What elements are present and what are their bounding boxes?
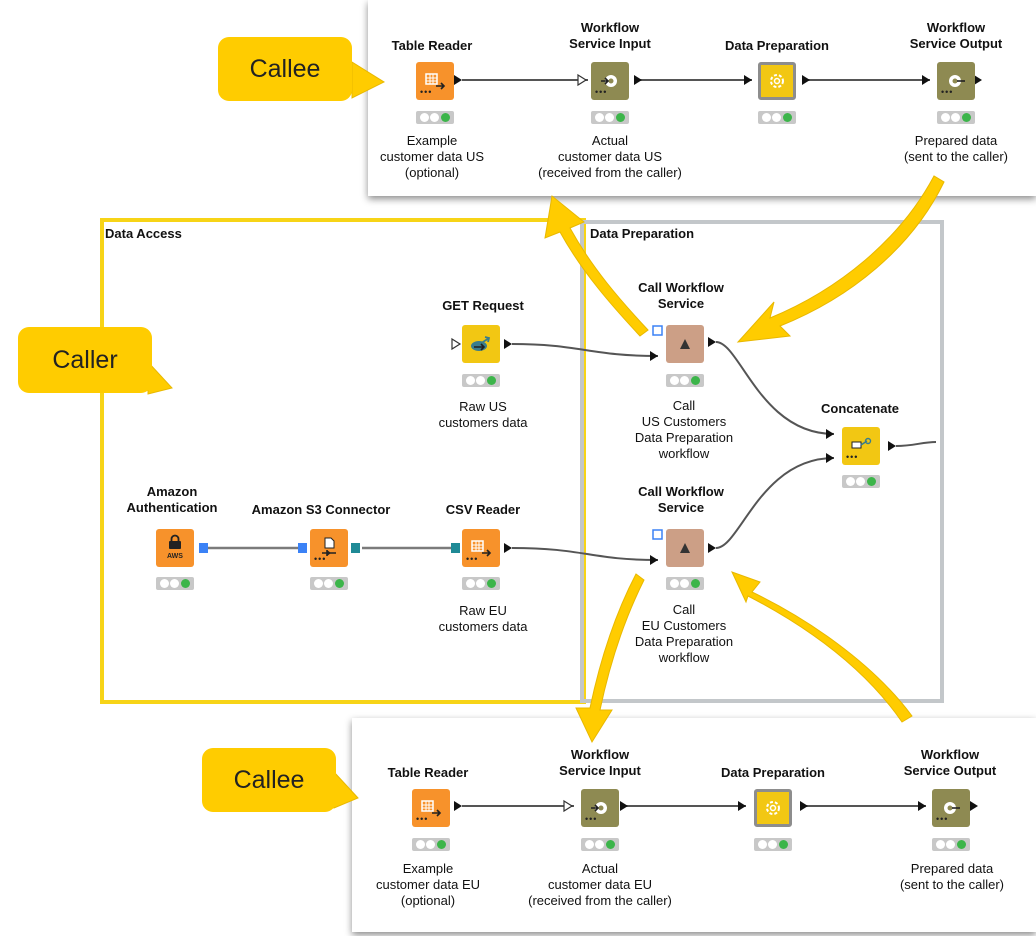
data-preparation-title: Data Preparation [590, 226, 695, 241]
status-lights [666, 374, 704, 387]
node-label-service-input-bottom: Actual customer data EU (received from t… [528, 861, 672, 908]
concatenate-node[interactable]: ••• [842, 427, 880, 465]
data-preparation-component[interactable] [754, 789, 792, 827]
status-lights [581, 838, 619, 851]
node-label-call-workflow-eu: Call EU Customers Data Preparation workf… [634, 602, 734, 665]
callee-top-bubble: Callee [218, 37, 352, 101]
node-name-call-workflow-eu: Call Workflow Service [638, 484, 724, 515]
play-icon [666, 529, 704, 567]
node-label-call-workflow-us: Call US Customers Data Preparation workf… [634, 398, 734, 461]
node-name-data-preparation-top: Data Preparation [724, 38, 830, 53]
call-workflow-service-us-node[interactable] [666, 325, 704, 363]
gear-in-icon [581, 789, 619, 827]
data-access-title: Data Access [105, 226, 182, 241]
status-lights [758, 111, 796, 124]
workflow-service-input-node[interactable]: ••• [591, 62, 629, 100]
node-name-service-output-bottom: Workflow Service Output [903, 747, 997, 778]
concatenate-icon [842, 427, 880, 465]
node-name-service-output-top: Workflow Service Output [909, 20, 1003, 51]
aws-text: AWS [167, 553, 183, 560]
call-workflow-service-eu-node[interactable] [666, 529, 704, 567]
caller-bubble: Caller [18, 327, 152, 393]
status-lights [937, 111, 975, 124]
status-lights [416, 111, 454, 124]
node-label-csv-reader: Raw EU customers data [438, 603, 528, 634]
amazon-authentication-node[interactable]: AWS [156, 529, 194, 567]
node-name-table-reader-top: Table Reader [391, 38, 473, 53]
csv-reader-node[interactable]: ••• [462, 529, 500, 567]
workflow-service-input-node[interactable]: ••• [581, 789, 619, 827]
callee-bottom-bubble: Callee [202, 748, 336, 812]
table-reader-node[interactable]: ••• [412, 789, 450, 827]
status-lights [156, 577, 194, 590]
status-lights [591, 111, 629, 124]
play-icon [666, 325, 704, 363]
amazon-s3-connector-node[interactable]: ••• [310, 529, 348, 567]
table-reader-node[interactable]: ••• [416, 62, 454, 100]
gear-out-icon [932, 789, 970, 827]
table-icon [412, 789, 450, 827]
callee-bottom-panel [352, 718, 1036, 932]
status-lights [754, 838, 792, 851]
workflow-service-output-node[interactable]: ••• [937, 62, 975, 100]
node-name-concatenate: Concatenate [820, 401, 900, 416]
status-lights [666, 577, 704, 590]
callee-top-panel [368, 0, 1036, 196]
node-name-service-input-bottom: Workflow Service Input [559, 747, 641, 778]
node-label-get-request: Raw US customers data [438, 399, 528, 430]
node-name-get-request: GET Request [442, 298, 524, 313]
node-name-table-reader-bottom: Table Reader [387, 765, 469, 780]
get-request-node[interactable] [462, 325, 500, 363]
status-lights [932, 838, 970, 851]
node-name-csv-reader: CSV Reader [445, 502, 521, 517]
lock-icon: AWS [156, 529, 194, 567]
file-connector-icon [310, 529, 348, 567]
node-label-service-output-top: Prepared data (sent to the caller) [903, 133, 1009, 164]
status-lights [310, 577, 348, 590]
gear-icon [757, 792, 789, 824]
table-icon [416, 62, 454, 100]
node-name-call-workflow-us: Call Workflow Service [638, 280, 724, 311]
data-preparation-component[interactable] [758, 62, 796, 100]
status-lights [462, 577, 500, 590]
table-icon [462, 529, 500, 567]
data-preparation-box [580, 220, 944, 703]
node-name-data-preparation-bottom: Data Preparation [720, 765, 826, 780]
data-access-box [100, 218, 586, 704]
cloud-icon [462, 325, 500, 363]
status-lights [412, 838, 450, 851]
node-label-service-input-top: Actual customer data US (received from t… [538, 133, 682, 180]
node-name-amazon-authentication: Amazon Authentication [126, 484, 218, 515]
workflow-service-output-node[interactable]: ••• [932, 789, 970, 827]
node-name-amazon-s3-connector: Amazon S3 Connector [251, 502, 391, 517]
gear-out-icon [937, 62, 975, 100]
gear-icon [761, 65, 793, 97]
node-label-table-reader-bottom: Example customer data EU (optional) [375, 861, 481, 908]
node-name-service-input-top: Workflow Service Input [569, 20, 651, 51]
status-lights [462, 374, 500, 387]
node-label-service-output-bottom: Prepared data (sent to the caller) [899, 861, 1005, 892]
status-lights [842, 475, 880, 488]
gear-in-icon [591, 62, 629, 100]
node-label-table-reader-top: Example customer data US (optional) [379, 133, 485, 180]
